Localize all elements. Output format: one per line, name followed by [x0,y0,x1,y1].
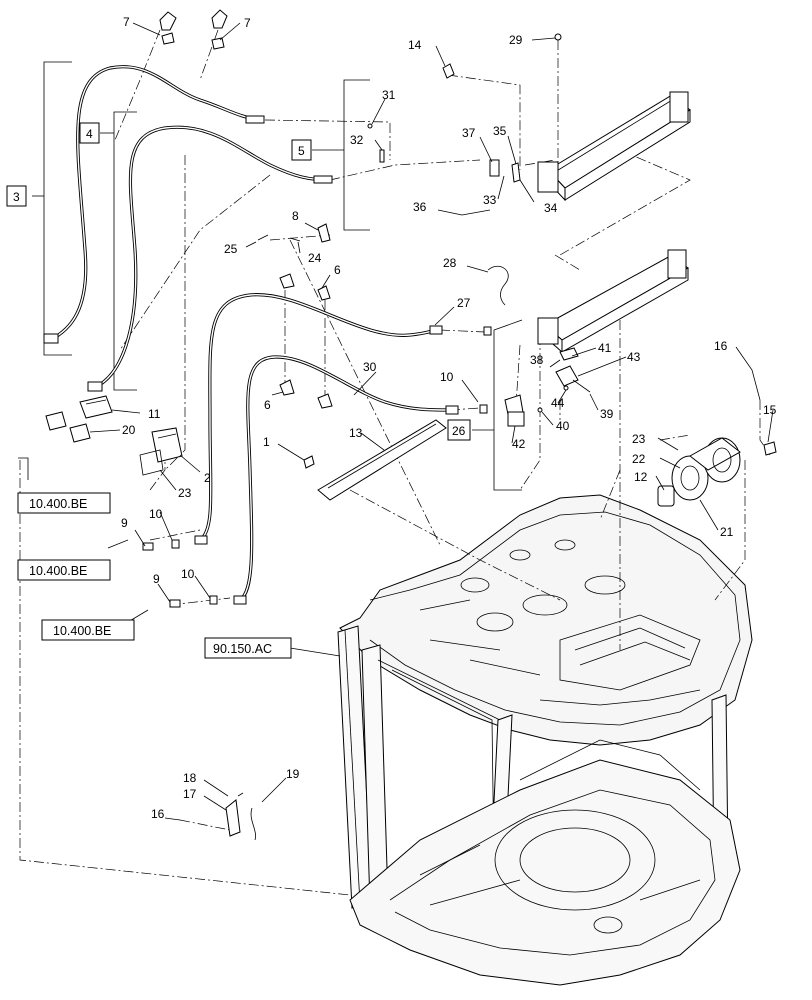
callout-25: 25 [224,242,238,256]
small-parts [45,9,777,841]
callout-8: 8 [292,209,299,223]
hoses [43,65,492,608]
callout-43: 43 [627,350,641,364]
callout-leaders [89,22,774,821]
callout-11: 11 [148,407,161,421]
callout-24: 24 [308,251,322,265]
callout-20: 20 [122,423,136,437]
callout-38: 38 [530,353,544,367]
callout-7b: 7 [244,16,251,30]
callout-23a: 23 [178,486,192,500]
callout-30: 30 [363,360,377,374]
ref-10-400-be-1: 10.400.BE [29,497,87,511]
ref-90-150-ac: 90.150.AC [213,642,272,656]
heater-cores [537,91,691,354]
callout-28: 28 [443,256,457,270]
callout-13: 13 [349,426,363,440]
boxed-item-numbers: 3 4 5 26 [6,122,471,441]
callout-7a: 7 [123,15,130,29]
callout-6b: 6 [264,398,271,412]
callout-33: 33 [483,193,497,207]
callout-numbers: 7 7 14 29 31 32 37 35 36 33 34 8 25 24 6… [121,15,777,821]
callout-21: 21 [720,525,734,539]
callout-31: 31 [382,88,396,102]
callout-35: 35 [493,124,507,138]
reference-boxes: 10.400.BE 10.400.BE 10.400.BE 90.150.AC [17,492,292,659]
callout-10b: 10 [181,567,195,581]
callout-22: 22 [632,452,646,466]
assembly-leader-lines [19,29,771,896]
callout-19: 19 [286,767,300,781]
callout-36: 36 [413,200,427,214]
callout-12: 12 [634,470,648,484]
box-label-5: 5 [298,144,305,158]
callout-9b: 9 [153,572,160,586]
callout-32: 32 [350,133,364,147]
callout-15: 15 [763,403,777,417]
callout-16a: 16 [714,339,728,353]
group-brackets [18,61,523,491]
callout-10c: 10 [440,370,454,384]
callout-6a: 6 [334,263,341,277]
callout-16b: 16 [151,807,165,821]
box-label-4: 4 [86,127,93,141]
callout-10a: 10 [149,507,163,521]
box-label-3: 3 [13,190,20,204]
callout-2: 2 [204,471,211,485]
callout-37: 37 [462,126,476,140]
callout-17: 17 [183,787,197,801]
callout-23b: 23 [632,432,646,446]
ref-10-400-be-3: 10.400.BE [53,624,111,638]
callout-18: 18 [183,771,197,785]
callout-27: 27 [457,296,471,310]
callout-42: 42 [512,437,526,451]
callout-44: 44 [551,396,565,410]
callout-41: 41 [598,341,612,355]
callout-9a: 9 [121,516,128,530]
box-label-26: 26 [452,424,466,438]
callout-34: 34 [544,201,558,215]
cab-frame [337,494,753,986]
callout-29: 29 [509,33,523,47]
callout-40: 40 [556,419,570,433]
callout-14: 14 [408,38,422,52]
ref-10-400-be-2: 10.400.BE [29,564,87,578]
callout-39: 39 [600,407,614,421]
callout-1: 1 [263,435,270,449]
